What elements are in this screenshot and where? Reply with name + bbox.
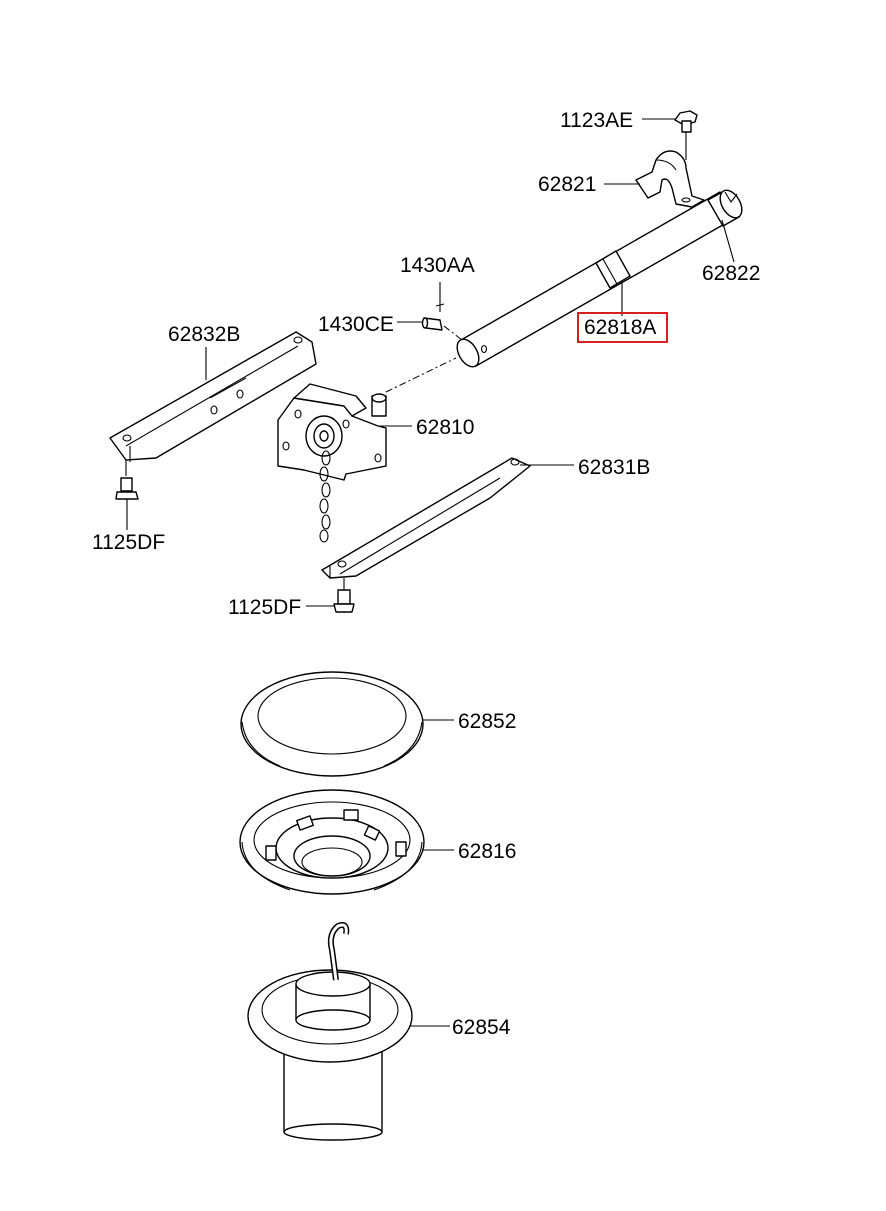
label-1125df-bottom: 1125DF [228, 596, 301, 619]
bolt-1125df-bottom [306, 578, 355, 613]
tube-62818a [456, 189, 743, 368]
holder-62816 [239, 789, 454, 895]
label-62818a: 62818A [584, 316, 656, 339]
label-62854: 62854 [452, 1016, 511, 1039]
pin-1430aa [435, 282, 445, 312]
hanger-62854 [247, 922, 450, 1141]
bolt-1123ae [642, 110, 698, 160]
ring-62852 [240, 671, 454, 777]
assembly-line-winch [385, 357, 457, 393]
label-62831b: 62831B [578, 456, 650, 479]
label-62832b: 62832B [168, 323, 240, 346]
label-62816: 62816 [458, 840, 516, 863]
bracket-62821 [604, 150, 705, 208]
bracket-62831b [321, 457, 574, 579]
label-1430aa: 1430AA [400, 254, 475, 277]
clip-1430ce [397, 317, 443, 331]
label-1430ce: 1430CE [318, 313, 394, 336]
label-62810: 62810 [416, 416, 474, 439]
label-62822: 62822 [702, 262, 760, 285]
label-62821: 62821 [538, 173, 596, 196]
bracket-62832b [109, 331, 317, 476]
label-62852: 62852 [458, 710, 516, 733]
assembly-line [443, 325, 463, 341]
highlight-box-62818a [577, 312, 668, 343]
bolt-1125df-left [115, 477, 139, 530]
label-1125df-left: 1125DF [92, 531, 165, 554]
label-1123ae: 1123AE [560, 109, 633, 132]
winch-62810 [277, 383, 412, 543]
